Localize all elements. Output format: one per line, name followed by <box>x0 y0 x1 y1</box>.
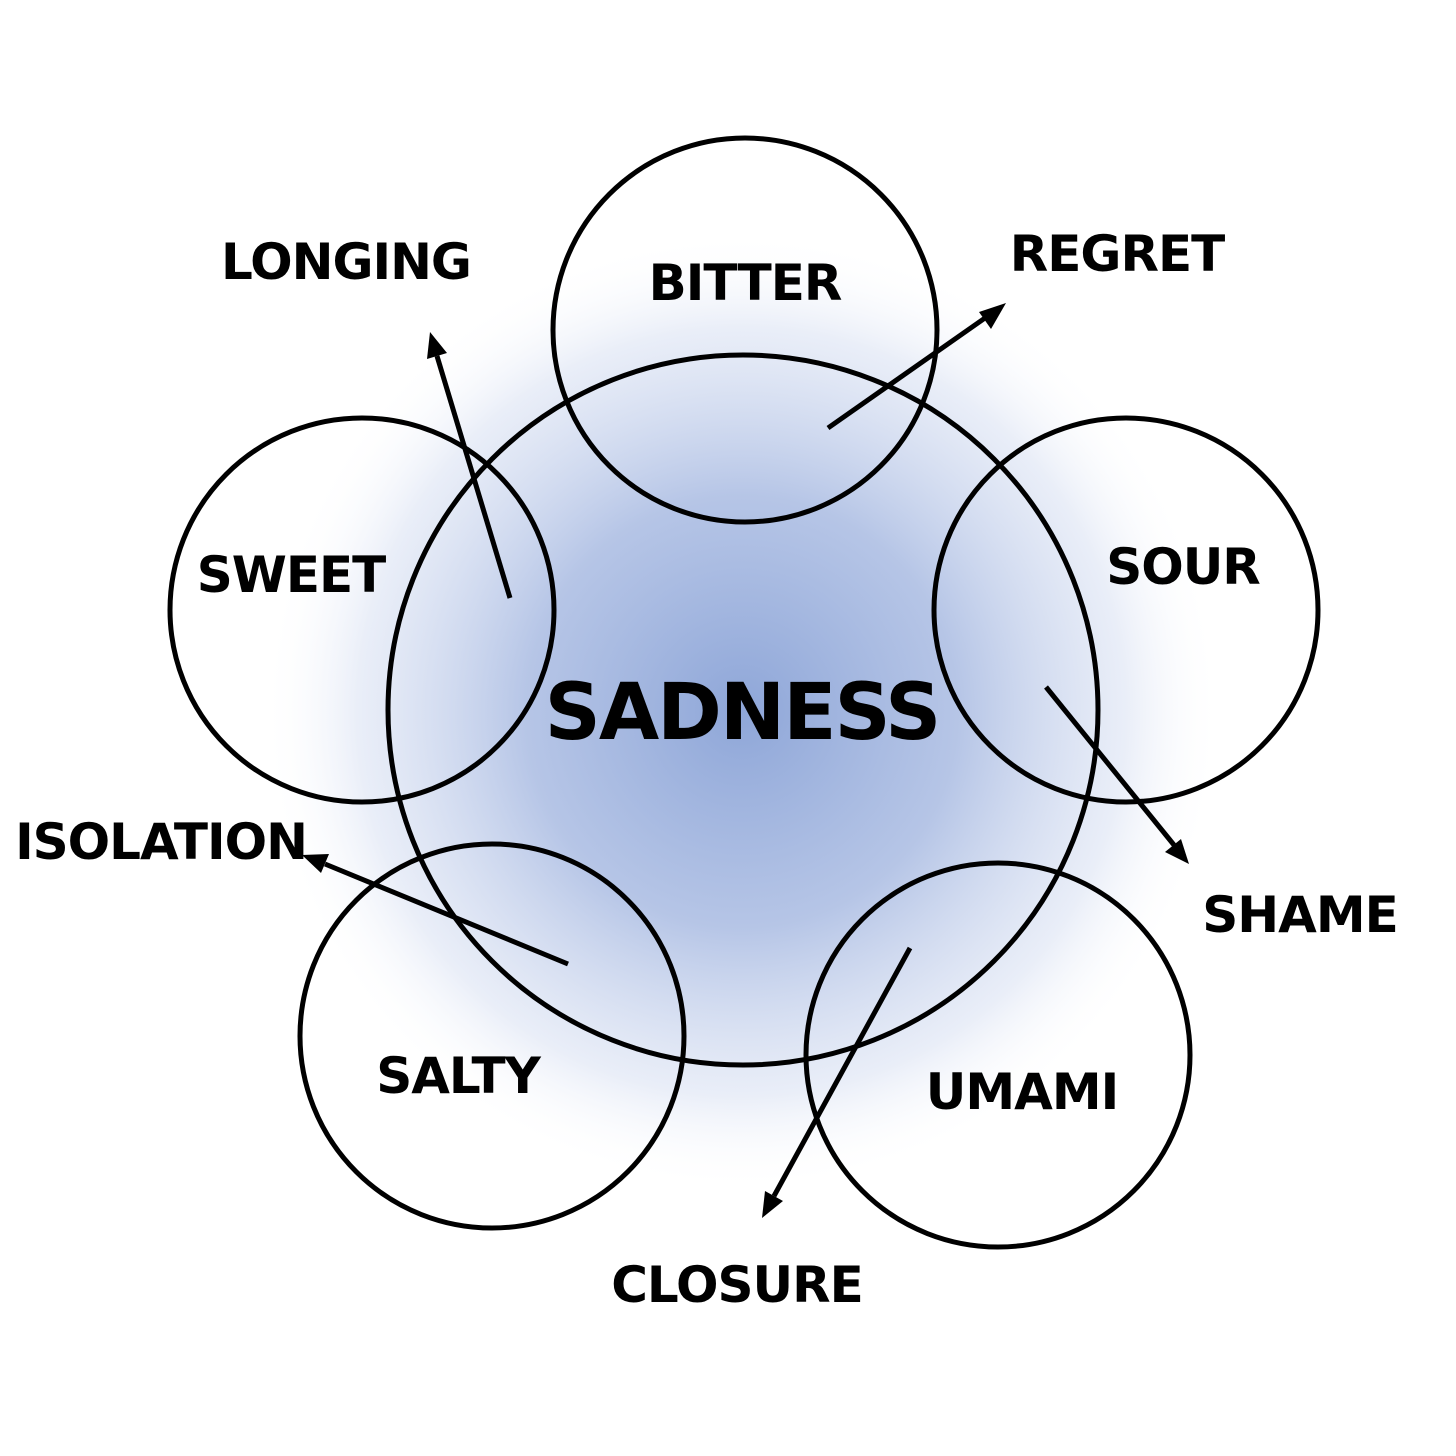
bitter-circle <box>550 135 940 525</box>
salty-circle <box>297 841 687 1231</box>
center-label: SADNESS <box>545 668 940 758</box>
shame-label: SHAME <box>1202 886 1397 944</box>
arrow-to-isolation <box>302 854 569 967</box>
center-glow <box>262 232 1222 1192</box>
sweet-label: SWEET <box>197 546 386 604</box>
umami-label: UMAMI <box>926 1063 1118 1121</box>
sweet-circle <box>167 415 557 805</box>
umami-circle <box>803 860 1193 1250</box>
center-circle <box>385 352 1101 1068</box>
sour-label: SOUR <box>1106 538 1260 596</box>
regret-label: REGRET <box>1010 225 1225 283</box>
arrow-to-regret <box>826 303 1006 431</box>
longing-label: LONGING <box>221 233 471 291</box>
arrow-to-longing <box>427 332 513 599</box>
bitter-label: BITTER <box>649 254 842 312</box>
closure-label: CLOSURE <box>611 1256 863 1314</box>
arrow-to-shame <box>1044 685 1189 864</box>
salty-label: SALTY <box>376 1047 541 1105</box>
isolation-label: ISOLATION <box>15 813 307 871</box>
sour-circle <box>931 415 1321 805</box>
arrow-to-closure <box>762 946 913 1218</box>
